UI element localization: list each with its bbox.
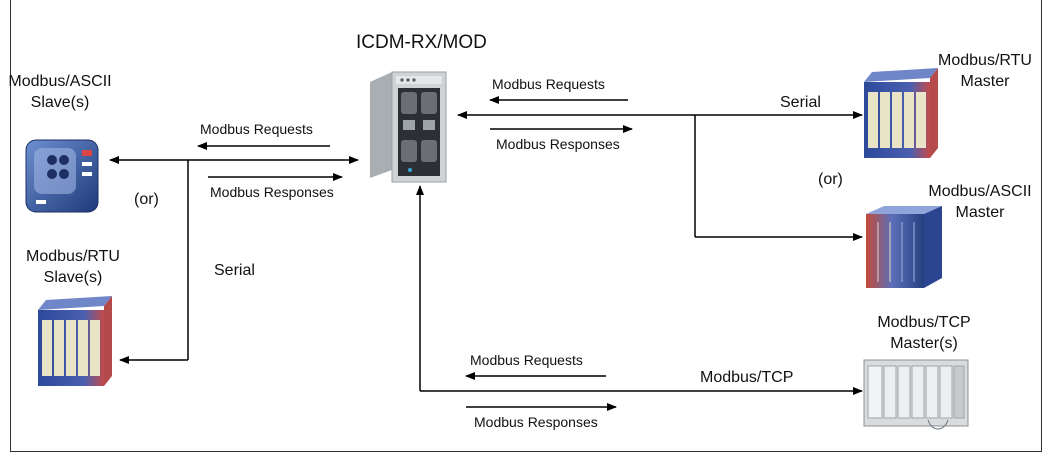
ascii-master-cabinet-icon	[866, 206, 942, 288]
rtu-slave-label: Modbus/RTU Slave(s)	[18, 246, 128, 288]
gateway-label: ICDM-RX/MOD	[356, 32, 487, 53]
left-responses-label: Modbus Responses	[210, 184, 334, 200]
tcp-master-label: Modbus/TCP Master(s)	[862, 312, 986, 354]
ascii-slave-label-line2: Slave(s)	[30, 94, 90, 111]
right-requests-label: Modbus Requests	[492, 76, 605, 92]
left-message-arrows	[197, 142, 343, 181]
left-or-label: (or)	[134, 191, 159, 208]
left-serial-label: Serial	[214, 262, 255, 279]
rtu-slave-label-line2: Slave(s)	[43, 269, 103, 286]
bottom-requests-label: Modbus Requests	[470, 352, 583, 368]
bottom-responses-label: Modbus Responses	[474, 414, 598, 430]
tcp-master-label-line1: Modbus/TCP	[877, 314, 971, 331]
ascii-slave-device-icon	[25, 139, 99, 213]
tcp-link-label: Modbus/TCP	[700, 369, 794, 386]
rtu-slave-label-line1: Modbus/RTU	[26, 248, 120, 265]
right-responses-label: Modbus Responses	[496, 136, 620, 152]
gateway-device-icon	[370, 71, 447, 183]
right-serial-label: Serial	[780, 94, 821, 111]
rtu-master-label-line2: Master	[960, 73, 1010, 90]
ascii-slave-label-line1: Modbus/ASCII	[8, 73, 112, 90]
tcp-master-label-line2: Master(s)	[890, 335, 958, 352]
right-or-label: (or)	[818, 171, 843, 188]
tcp-link	[416, 185, 863, 395]
right-message-arrows	[489, 96, 633, 133]
right-serial-link	[457, 111, 863, 241]
ascii-master-label: Modbus/ASCII Master	[918, 181, 1042, 223]
tcp-message-arrows	[465, 372, 617, 411]
left-requests-label: Modbus Requests	[200, 121, 313, 137]
ascii-master-label-line1: Modbus/ASCII	[928, 183, 1032, 200]
ascii-master-label-line2: Master	[955, 204, 1005, 221]
rtu-slave-rack-icon	[38, 296, 112, 386]
ascii-slave-label: Modbus/ASCII Slave(s)	[0, 71, 120, 113]
rtu-master-label-line1: Modbus/RTU	[938, 52, 1032, 69]
rtu-master-label: Modbus/RTU Master	[930, 50, 1040, 92]
rtu-master-rack-icon	[864, 68, 938, 158]
tcp-master-plc-icon	[863, 359, 969, 430]
left-serial-link	[109, 156, 359, 364]
